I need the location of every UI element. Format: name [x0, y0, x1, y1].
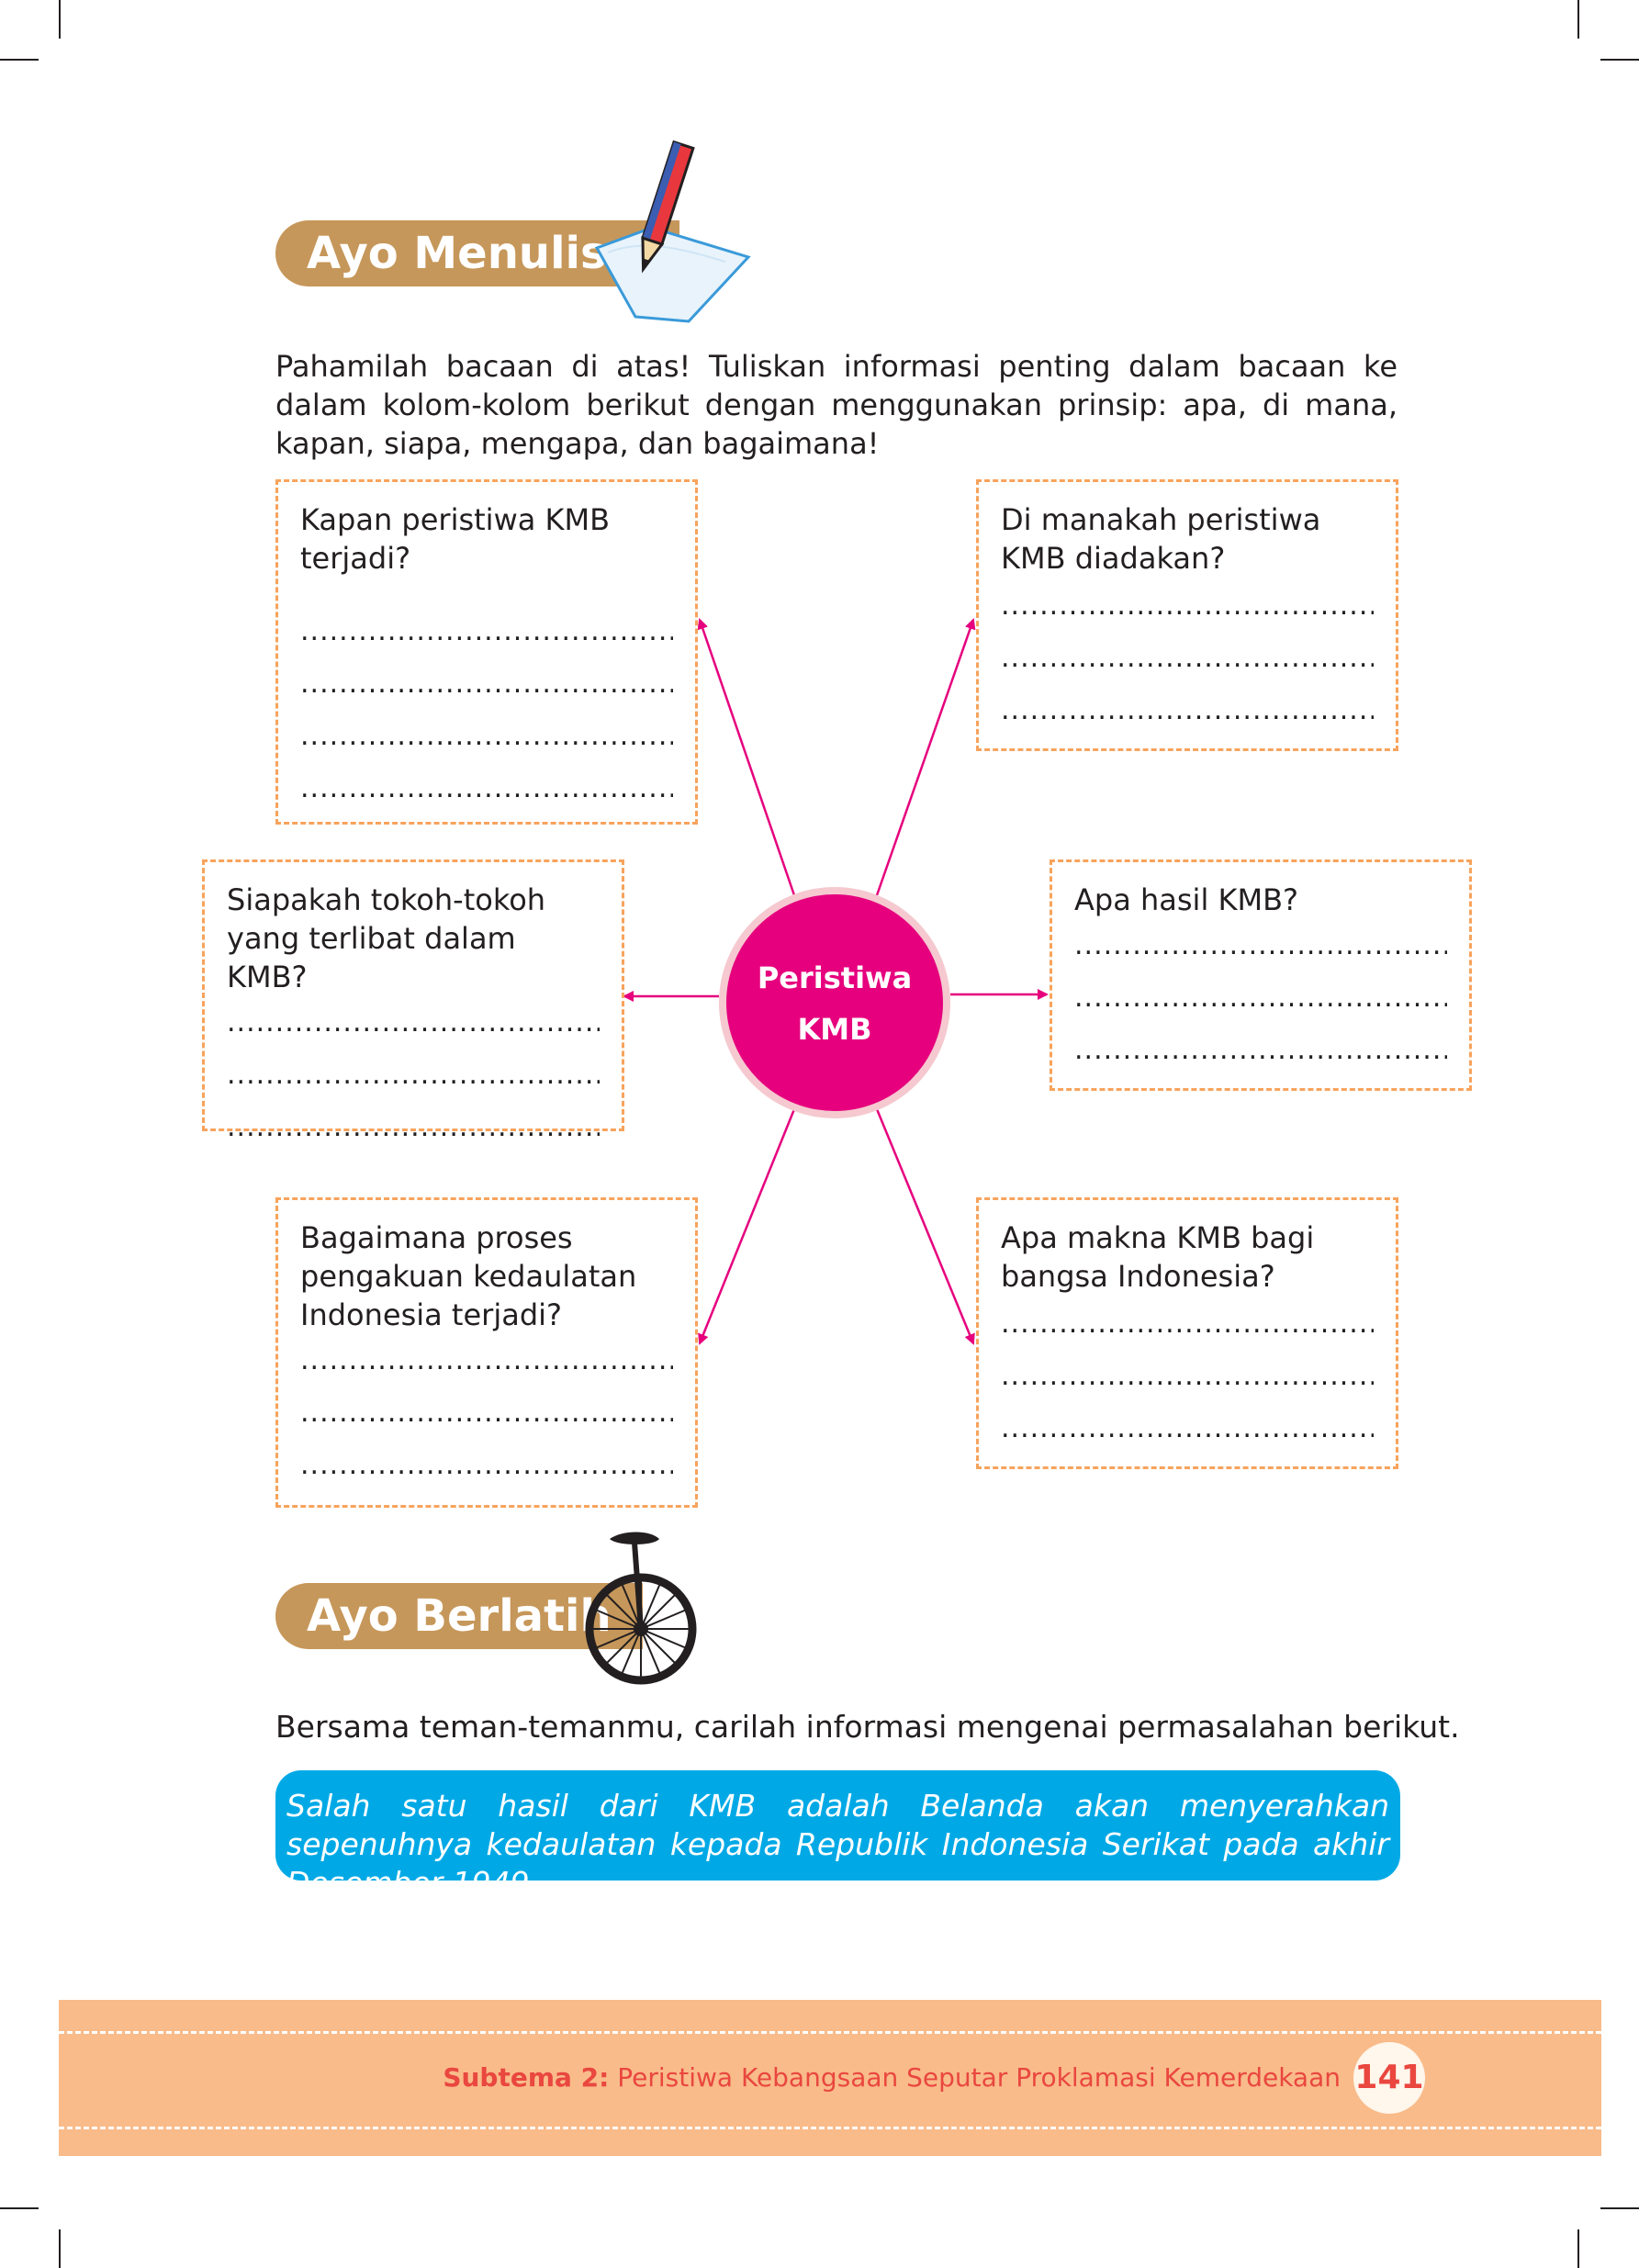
answer-line[interactable]: ........................................… — [1001, 642, 1374, 674]
question-result: Apa hasil KMB? — [1074, 882, 1299, 917]
arrow-to-when — [697, 618, 796, 896]
footer-subtitle: Peristiwa Kebangsaan Seputar Proklamasi … — [617, 2062, 1341, 2093]
question-how: Bagaimana proses pengakuan kedaulatan In… — [300, 1220, 637, 1332]
answer-line[interactable]: ........................................… — [300, 668, 673, 700]
answer-line[interactable]: ........................................… — [1074, 982, 1447, 1014]
arrow-to-meaning — [875, 1108, 975, 1345]
answer-line[interactable]: ........................................… — [300, 1449, 673, 1481]
question-who: Siapakah tokoh-tokoh yang terlibat dalam… — [227, 882, 546, 994]
footer-divider — [59, 2031, 1601, 2034]
crop-mark — [1577, 2229, 1579, 2268]
instruction-paragraph: Pahamilah bacaan di atas! Tuliskan infor… — [275, 349, 1398, 461]
crop-mark — [1600, 2207, 1639, 2209]
answer-line[interactable]: ........................................… — [1001, 694, 1374, 726]
crop-mark — [0, 2207, 39, 2209]
question-box-meaning[interactable]: Apa makna KMB bagi bangsa Indonesia? ...… — [976, 1197, 1398, 1469]
arrow-to-where — [875, 618, 976, 896]
answer-line[interactable]: ........................................… — [1001, 589, 1374, 622]
answer-line[interactable]: ........................................… — [1001, 1308, 1374, 1340]
info-box: Salah satu hasil dari KMB adalah Belanda… — [275, 1770, 1400, 1901]
pencil-paper-icon — [594, 140, 751, 323]
answer-line[interactable]: ........................................… — [300, 615, 673, 647]
answer-line[interactable]: ........................................… — [300, 772, 673, 804]
crop-mark — [1600, 59, 1639, 61]
info-text: Salah satu hasil dari KMB adalah Belanda… — [286, 1788, 1389, 1901]
footer-label: Subtema 2: — [443, 2062, 610, 2093]
answer-line[interactable]: ........................................… — [1074, 929, 1447, 961]
answer-line[interactable]: ........................................… — [1001, 1412, 1374, 1444]
answer-line[interactable]: ........................................… — [227, 1059, 600, 1091]
arrow-to-how — [698, 1108, 796, 1345]
question-box-result[interactable]: Apa hasil KMB? .........................… — [1050, 859, 1472, 1091]
crop-mark — [0, 59, 39, 61]
question-where: Di manakah peristiwa KMB diadakan? — [1001, 502, 1321, 576]
question-box-where[interactable]: Di manakah peristiwa KMB diadakan? .....… — [976, 479, 1398, 751]
answer-line[interactable]: ........................................… — [1001, 1360, 1374, 1392]
footer-band — [59, 2000, 1601, 2156]
page-number: 141 — [1353, 2042, 1425, 2114]
crop-mark — [59, 2229, 61, 2268]
answer-line[interactable]: ........................................… — [300, 1344, 673, 1376]
section-title-ayo-berlatih: Ayo Berlatih — [275, 1583, 643, 1649]
question-box-who[interactable]: Siapakah tokoh-tokoh yang terlibat dalam… — [202, 859, 624, 1143]
footer-subtheme: Subtema 2: Peristiwa Kebangsaan Seputar … — [443, 2062, 1341, 2093]
question-meaning: Apa makna KMB bagi bangsa Indonesia? — [1001, 1220, 1315, 1294]
answer-line[interactable]: ........................................… — [1074, 1034, 1447, 1066]
center-topic-line1: Peristiwa — [757, 960, 913, 995]
question-box-when[interactable]: Kapan peristiwa KMB terjadi? ...........… — [275, 479, 698, 825]
question-when: Kapan peristiwa KMB terjadi? — [300, 502, 611, 576]
crop-mark — [1577, 0, 1579, 39]
answer-line[interactable]: ........................................… — [227, 1111, 600, 1143]
answer-line[interactable]: ........................................… — [300, 1397, 673, 1429]
practice-prompt: Bersama teman-temanmu, carilah informasi… — [275, 1709, 1460, 1745]
center-topic-circle: Peristiwa KMB — [719, 887, 950, 1118]
unicycle-icon — [585, 1532, 697, 1685]
question-box-how[interactable]: Bagaimana proses pengakuan kedaulatan In… — [275, 1197, 698, 1508]
center-topic-line2: KMB — [797, 1012, 872, 1047]
crop-mark — [59, 0, 61, 39]
footer-divider — [59, 2127, 1601, 2129]
answer-line[interactable]: ........................................… — [227, 1006, 600, 1039]
answer-line[interactable]: ........................................… — [300, 720, 673, 752]
